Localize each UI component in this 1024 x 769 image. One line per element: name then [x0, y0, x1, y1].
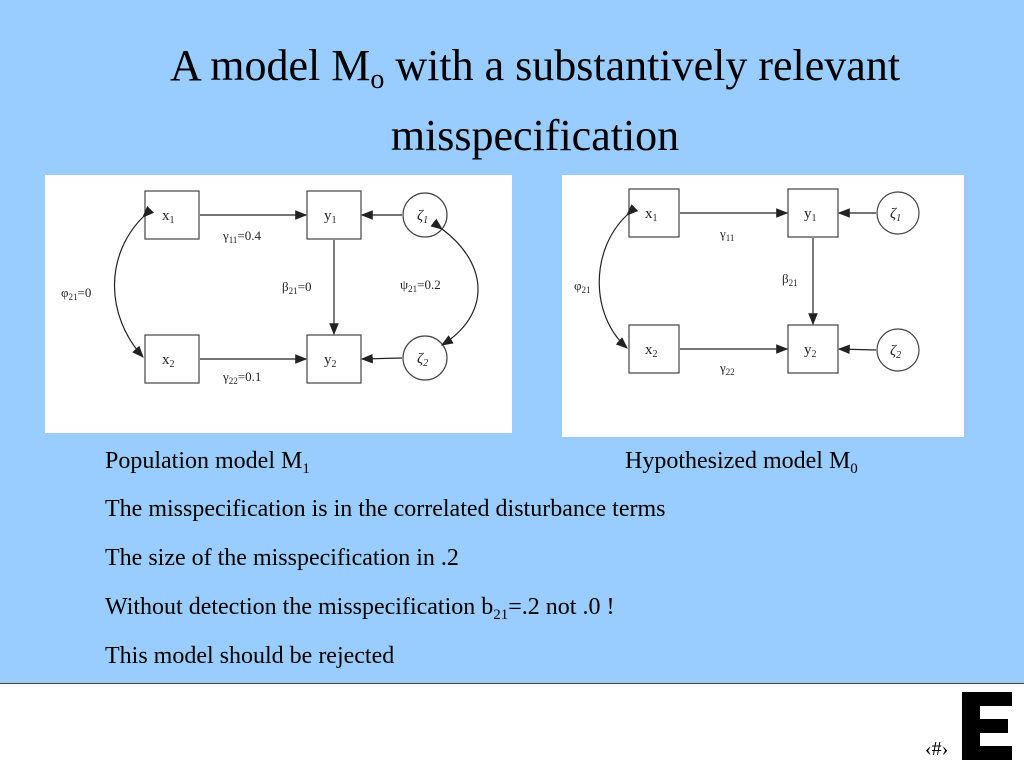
param-gamma22: γ22 [719, 360, 735, 377]
bullet-3-text-b: =.2 not .0 ! [508, 594, 615, 620]
node-zeta2 [402, 335, 448, 381]
param-phi21: φ21 [574, 278, 591, 295]
arrow-zeta2-y2 [837, 344, 877, 355]
label-y2: y2 [324, 352, 337, 370]
curve-phi21 [598, 204, 639, 349]
arrow-zeta2-y2 [360, 353, 403, 364]
param-phi21: φ21=0 [61, 285, 91, 302]
label-y1: y1 [804, 206, 817, 224]
caption-right-sub: 0 [850, 461, 858, 477]
label-y1: y1 [324, 208, 337, 226]
title-line2: misspecification [390, 111, 680, 160]
bullet-3-text-a: Without detection the misspecification b [105, 594, 494, 620]
param-gamma11: γ11 [719, 226, 734, 243]
hypothesized-model-diagram: x1 x2 y1 y2 ζ1 ζ2 φ21 γ11 β21 γ22 [562, 175, 964, 437]
param-beta21: β21 [782, 271, 798, 288]
caption-left-sub: 1 [302, 461, 310, 477]
label-x1: x1 [162, 208, 175, 226]
bullet-1: The misspecification is in the correlate… [105, 496, 666, 522]
slide-title: A model Mo with a substantively relevant… [60, 38, 1010, 164]
param-gamma22: γ22=0.1 [222, 369, 261, 386]
bullet-2: The size of the misspecification in .2 [105, 545, 459, 571]
node-y1 [787, 188, 839, 238]
bullet-4: This model should be rejected [105, 643, 395, 669]
slide-number: ‹#› [925, 738, 949, 760]
node-y2 [787, 324, 839, 374]
caption-left-text: Population model M [105, 448, 303, 474]
param-psi21: ψ21=0.2 [400, 277, 441, 294]
label-zeta2: ζ2 [417, 351, 428, 369]
label-zeta1: ζ1 [417, 208, 428, 226]
node-x2 [628, 324, 680, 374]
node-zeta2 [876, 328, 920, 372]
label-x1: x1 [645, 206, 658, 224]
node-y1 [306, 190, 362, 240]
population-model-diagram: x1 x2 y1 y2 ζ1 ζ2 φ21=0 γ11=0.4 β21=0 ψ2… [45, 175, 512, 433]
title-line1-b: with a substantively relevant [384, 41, 901, 90]
title-line1-a: A model M [169, 41, 371, 90]
label-y2: y2 [804, 342, 817, 360]
param-gamma11: γ11=0.4 [222, 228, 262, 245]
caption-right-text: Hypothesized model M [625, 448, 851, 474]
caption-hypothesized-model: Hypothesized model M0 [625, 447, 858, 483]
label-zeta2: ζ2 [890, 343, 901, 361]
label-x2: x2 [162, 352, 175, 370]
footer-bar [0, 683, 1024, 769]
bullet-3: Without detection the misspecification b… [105, 593, 614, 629]
curve-psi21 [430, 218, 479, 346]
curve-phi21 [113, 205, 155, 358]
label-zeta1: ζ1 [890, 206, 901, 224]
node-zeta1 [876, 191, 920, 235]
param-beta21: β21=0 [282, 279, 311, 296]
caption-population-model: Population model M1 [105, 447, 310, 483]
e-logo-icon [962, 692, 1012, 760]
bullet-3-sub: 21 [493, 607, 509, 623]
label-x2: x2 [645, 342, 658, 360]
title-line1-sub: o [370, 64, 385, 95]
